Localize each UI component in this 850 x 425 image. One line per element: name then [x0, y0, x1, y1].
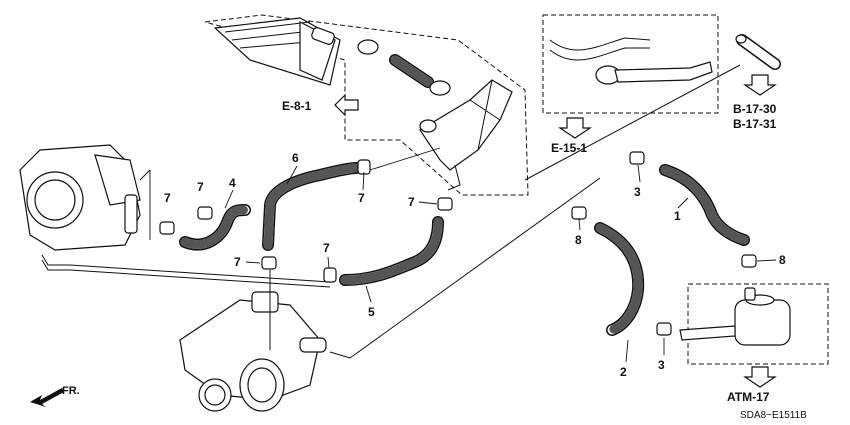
hose-1 — [659, 164, 750, 246]
clamp-8b — [741, 254, 757, 268]
callout-3-upper: 3 — [634, 185, 641, 199]
diagram-code: SDA8−E1511B — [740, 410, 807, 421]
inset-box-atm17 — [687, 283, 829, 365]
heater-pipe-inset — [549, 37, 713, 85]
leader-7d — [245, 261, 261, 264]
clamp-3b — [656, 322, 672, 336]
clamp-upper-inset-a — [357, 39, 379, 55]
water-outlet-housing — [179, 270, 327, 412]
arrow-e81 — [334, 93, 359, 117]
clamp-6a — [261, 256, 277, 270]
callout-3-lower: 3 — [658, 358, 665, 372]
callout-7-d: 7 — [234, 255, 241, 269]
clamp-5b — [437, 197, 453, 211]
callout-6: 6 — [292, 151, 299, 165]
leader-7f — [418, 201, 438, 205]
callout-7-f: 7 — [408, 195, 415, 209]
leader-6b — [369, 147, 441, 171]
ref-b-17-31: B-17-31 — [733, 117, 777, 131]
arrow-atm17 — [743, 366, 777, 388]
ref-e-8-1: E-8-1 — [282, 99, 312, 113]
inset-box-upper — [204, 14, 529, 196]
callout-5: 5 — [368, 305, 375, 319]
arrow-e15 — [558, 117, 592, 139]
callout-8-right: 8 — [779, 253, 786, 267]
leader-5 — [365, 285, 372, 303]
arrow-front-icon — [30, 388, 64, 407]
callout-7-b: 7 — [197, 180, 204, 194]
ref-e-15-1: E-15-1 — [551, 141, 587, 155]
leader-8a — [578, 218, 581, 231]
leader-7ab — [139, 169, 151, 240]
clamp-5a — [323, 267, 337, 283]
clamp-8a — [571, 206, 587, 220]
inset-box-e15 — [542, 14, 719, 114]
pipe-b17 — [735, 34, 781, 70]
small-hose-upper-inset — [389, 54, 434, 88]
leader-8b — [756, 259, 777, 262]
leader-4 — [224, 189, 234, 209]
hose-2 — [594, 222, 645, 336]
callout-2: 2 — [620, 365, 627, 379]
pipe-line-long — [329, 177, 601, 359]
front-direction-label: FR. — [62, 385, 80, 397]
ref-b-17-30: B-17-30 — [733, 102, 777, 116]
leader-2 — [625, 339, 629, 363]
clamp-4a — [159, 221, 175, 235]
leader-7e — [327, 256, 330, 269]
leader-6 — [286, 165, 298, 185]
upper-tank-part — [213, 17, 341, 86]
hose-4 — [179, 204, 251, 251]
clamp-upper-inset-b — [429, 80, 451, 96]
pipe-line-top — [524, 64, 741, 181]
clamp-3a — [629, 151, 645, 165]
callout-1: 1 — [674, 209, 681, 223]
atf-cooler — [679, 287, 791, 346]
clamp-4b — [197, 206, 213, 220]
pipe-assembly-inset — [419, 79, 513, 191]
leader-7c — [362, 171, 365, 191]
throttle-body — [19, 144, 331, 288]
leader-1 — [677, 197, 689, 209]
arrow-b17 — [743, 74, 777, 96]
callout-8-left: 8 — [575, 233, 582, 247]
callout-7-c: 7 — [358, 191, 365, 205]
ref-atm-17: ATM-17 — [727, 390, 770, 404]
callout-7-a: 7 — [164, 191, 171, 205]
leader-3a — [637, 164, 641, 183]
hose-5 — [339, 216, 444, 286]
clamp-6b — [357, 159, 371, 175]
callout-7-e: 7 — [323, 241, 330, 255]
hose-6 — [262, 162, 362, 251]
callout-4: 4 — [229, 176, 236, 190]
